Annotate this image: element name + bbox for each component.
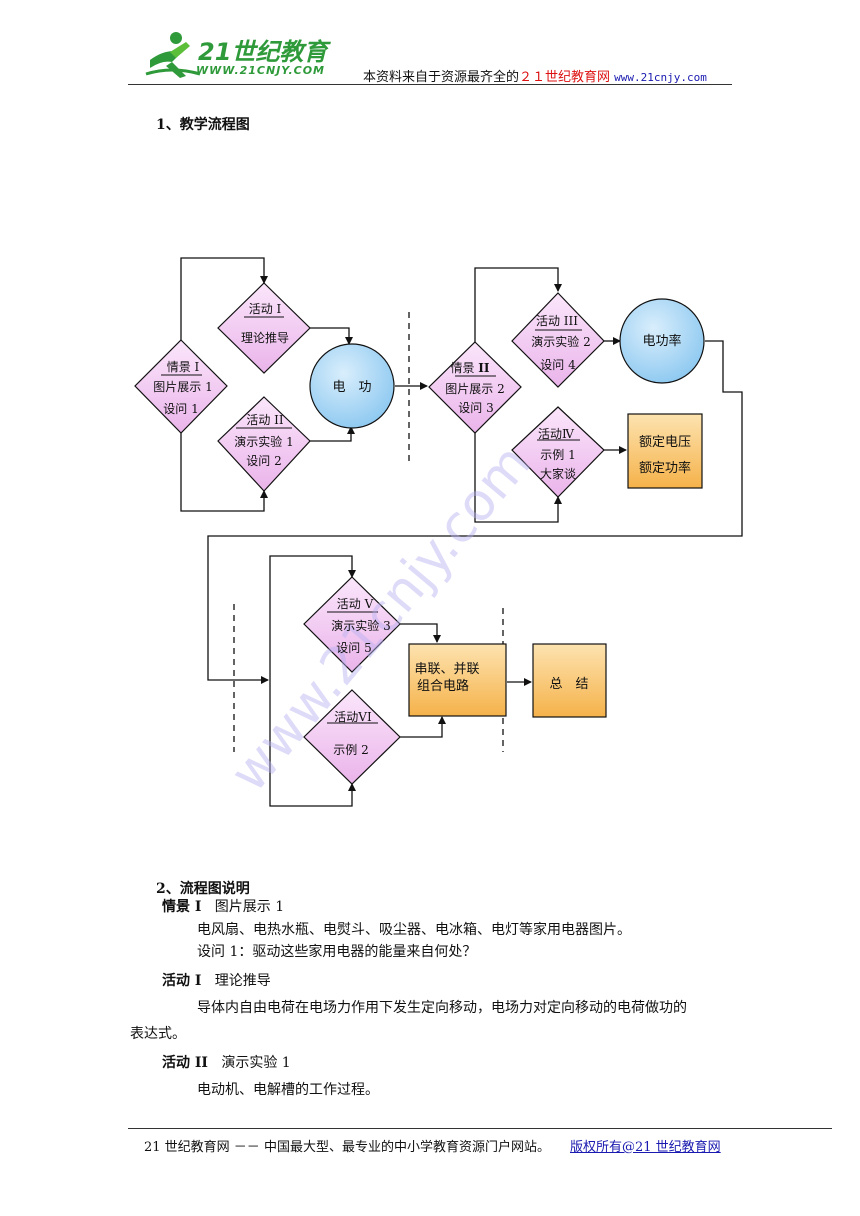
rated-box-line1: 额定电压 xyxy=(639,435,691,450)
scene1-desc-line1: 电风扇、电热水瓶、电熨斗、吸尘器、电冰箱、电灯等家用电器图片。 xyxy=(197,922,631,938)
electric-work-circle xyxy=(309,343,395,429)
scene1-desc-line2: 设问 1：驱动这些家用电器的能量来自何处？ xyxy=(197,944,477,960)
activity1-label-top: 活动 I xyxy=(249,302,282,316)
activity3-label-top: 活动 III xyxy=(536,314,578,328)
scene2-diamond xyxy=(428,341,522,434)
activity5-diamond xyxy=(303,576,401,673)
scene1-label-top: 情景 I xyxy=(167,360,200,374)
scene1-label-bot: 设问 1 xyxy=(163,402,198,416)
activity2-label-bot: 设问 2 xyxy=(246,454,281,468)
electric-power-label: 电功率 xyxy=(642,333,681,349)
scene2-label-top: 情景 II xyxy=(450,361,489,375)
header-tagline: 本资料来自于资源最齐全的２１世纪教育网 www.21cnjy.com xyxy=(363,66,707,85)
item-act1-label: 活动 I xyxy=(162,973,202,989)
summary-box xyxy=(532,643,607,718)
activity2-diamond xyxy=(217,396,311,492)
activity4-label-bot: 大家谈 xyxy=(540,466,576,481)
tagline-url[interactable]: www.21cnjy.com xyxy=(614,71,707,84)
rated-box-line2: 额定功率 xyxy=(639,460,691,476)
series-box-line2: 组合电路 xyxy=(417,678,469,694)
item-scene1-name: 图片展示 1 xyxy=(214,899,285,915)
logo-url-text: WWW.21CNJY.COM xyxy=(196,64,325,77)
tagline-prefix: 本资料来自于资源最齐全的 xyxy=(363,70,520,85)
activity4-diamond xyxy=(511,406,605,498)
item-act1-heading: 活动 I 理论推导 xyxy=(162,971,271,991)
activity5-label-mid: 演示实验 3 xyxy=(331,618,390,633)
site-logo: 21世纪教育 WWW.21CNJY.COM xyxy=(140,22,340,84)
activity5-label-bot: 设问 5 xyxy=(336,641,371,655)
series-box-line1: 串联、并联 xyxy=(414,662,479,677)
activity3-label-bot: 设问 4 xyxy=(540,358,576,372)
teaching-flowchart: www.21cnjy.com 情景 I 图片展示 1 设问 1 活动 I 理论推… xyxy=(134,257,743,807)
activity2-label-mid: 演示实验 1 xyxy=(234,434,293,449)
activity1-diamond xyxy=(217,282,311,374)
header-divider xyxy=(128,84,732,85)
activity5-label-top: 活动 V xyxy=(337,597,374,611)
footer-divider xyxy=(128,1128,832,1129)
item-act2-label: 活动 II xyxy=(162,1055,208,1071)
electric-work-label: 电 功 xyxy=(332,380,371,395)
item-act2-name: 演示实验 1 xyxy=(221,1055,291,1071)
section1-title: 1、教学流程图 xyxy=(156,117,250,133)
scene2-label-bot: 设问 3 xyxy=(458,401,493,415)
summary-box-label: 总 结 xyxy=(549,677,588,692)
activity6-diamond xyxy=(303,689,401,785)
activity6-label-bot: 示例 2 xyxy=(333,743,368,757)
tagline-site[interactable]: ２１世纪教育网 xyxy=(519,70,611,85)
item-act1-name: 理论推导 xyxy=(214,973,271,989)
activity2-label-top: 活动 II xyxy=(246,413,284,427)
act2-desc-line1: 电动机、电解槽的工作过程。 xyxy=(197,1082,379,1098)
activity6-label-top: 活动VI xyxy=(334,710,372,724)
activity1-label-bot: 理论推导 xyxy=(241,331,289,345)
rated-box xyxy=(627,413,703,489)
scene1-label-mid: 图片展示 1 xyxy=(153,380,212,394)
footer-left-text: 21 世纪教育网 －－ 中国最大型、最专业的中小学教育资源门户网站。 xyxy=(144,1140,550,1155)
activity4-label-mid: 示例 1 xyxy=(540,448,575,462)
act1-desc-line2: 表达式。 xyxy=(130,1026,186,1042)
scene2-label-mid: 图片展示 2 xyxy=(445,382,504,396)
section2-title: 2、流程图说明 xyxy=(156,881,250,897)
logo-runner-icon xyxy=(145,32,201,78)
activity4-label-top: 活动Ⅳ xyxy=(538,427,575,441)
item-scene1-heading: 情景 I 图片展示 1 xyxy=(162,897,284,917)
electric-power-circle xyxy=(619,298,705,384)
series-parallel-box xyxy=(408,643,507,717)
item-scene1-label: 情景 I xyxy=(162,899,202,915)
activity3-label-mid: 演示实验 2 xyxy=(531,334,590,349)
footer-copyright-link[interactable]: 版权所有@21 世纪教育网 xyxy=(570,1140,721,1155)
item-act2-heading: 活动 II 演示实验 1 xyxy=(162,1053,291,1073)
scene1-diamond xyxy=(134,339,228,434)
act1-desc-line1: 导体内自由电荷在电场力作用下发生定向移动，电场力对定向移动的电荷做功的 xyxy=(197,1000,687,1016)
activity3-diamond xyxy=(511,292,605,388)
logo-main-text: 21世纪教育 xyxy=(198,38,328,66)
